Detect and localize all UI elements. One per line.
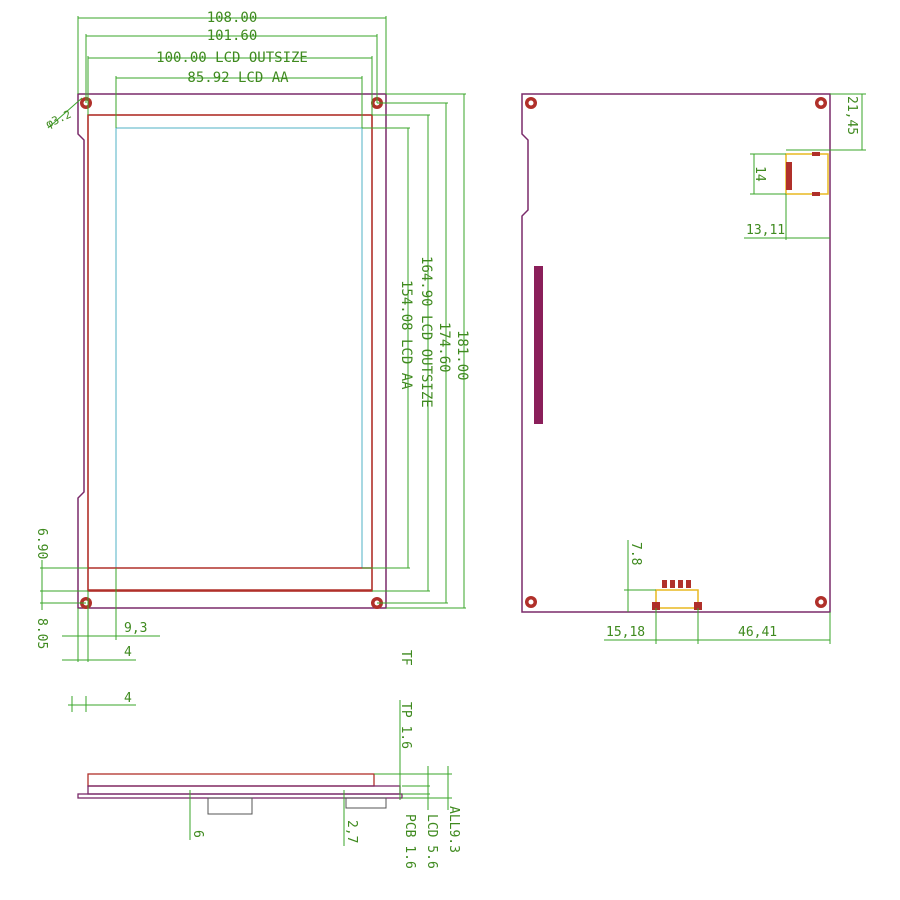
connector-pin (652, 602, 660, 610)
dim-left-offset-a: 4 (124, 645, 132, 660)
side-touch-panel (87, 773, 375, 787)
dim-width-aa: 85.92 LCD AA (187, 70, 289, 86)
side-component-a (207, 797, 253, 815)
dim-bottom-right: 46,41 (738, 625, 777, 640)
dim-bottom-offset-a: 6.90 (34, 528, 49, 559)
connector-pin (786, 162, 792, 190)
side-component-b (345, 797, 387, 809)
connector-pin (686, 580, 691, 588)
label-lcd: LCD 5.6 (424, 814, 439, 869)
bottom-connector (655, 589, 699, 609)
connector-pin (812, 152, 820, 156)
top-connector (785, 153, 829, 195)
dim-bottom-offset-b: 8.05 (34, 618, 49, 649)
connector-pin (662, 580, 667, 588)
mounting-hole (815, 596, 827, 608)
dim-connector-height: 14 (752, 166, 767, 182)
mounting-hole (525, 596, 537, 608)
label-all: ALL9.3 (446, 806, 461, 853)
fpc-strip (534, 266, 543, 424)
side-pcb (77, 793, 403, 799)
mounting-hole (815, 97, 827, 109)
lcd-outsize-rect (87, 114, 373, 592)
lcd-active-area-rect (115, 127, 363, 569)
dim-6: 6 (190, 830, 205, 838)
connector-pin (678, 580, 683, 588)
connector-pin (812, 192, 820, 196)
connector-pin (670, 580, 675, 588)
mounting-hole (525, 97, 537, 109)
label-tf: TF (398, 650, 413, 666)
label-tp: TP 1.6 (398, 702, 413, 749)
dim-27: 2,7 (344, 820, 359, 843)
dim-height-holes: 174.60 (436, 322, 452, 373)
dim-left-offset-aa: 9,3 (124, 621, 147, 636)
dim-height-aa: 154.08 LCD AA (398, 280, 414, 390)
dim-bottom-left: 15,18 (606, 625, 645, 640)
label-pcb: PCB 1.6 (402, 814, 417, 869)
dim-hole-diameter: φ3.2 (44, 108, 74, 131)
dim-width-lcd: 100.00 LCD OUTSIZE (156, 50, 308, 66)
dim-height-lcd: 164.90 LCD OUTSIZE (418, 256, 434, 408)
dim-bottom-conn-height: 7.8 (628, 542, 643, 565)
connector-pin (694, 602, 702, 610)
dim-top-offset: 21,45 (844, 96, 859, 135)
dim-width-overall: 108.00 (207, 10, 258, 26)
dim-connector-offset: 13,11 (746, 223, 785, 238)
side-lcd (87, 785, 401, 795)
side-view: TF TP 1.6 LCD 5.6 PCB 1.6 ALL9.3 6 2,7 (77, 650, 461, 869)
dim-height-overall: 181.00 (454, 330, 470, 381)
back-view: 21,45 14 13,11 7.8 15,18 46,41 (521, 93, 866, 644)
dim-width-holes: 101.60 (207, 28, 258, 44)
dim-left-offset-b: 4 (124, 691, 132, 706)
front-board-outline (77, 93, 387, 609)
back-board-outline (521, 93, 831, 613)
front-view: 108.00 101.60 100.00 LCD OUTSIZE 85.92 L… (34, 10, 470, 712)
